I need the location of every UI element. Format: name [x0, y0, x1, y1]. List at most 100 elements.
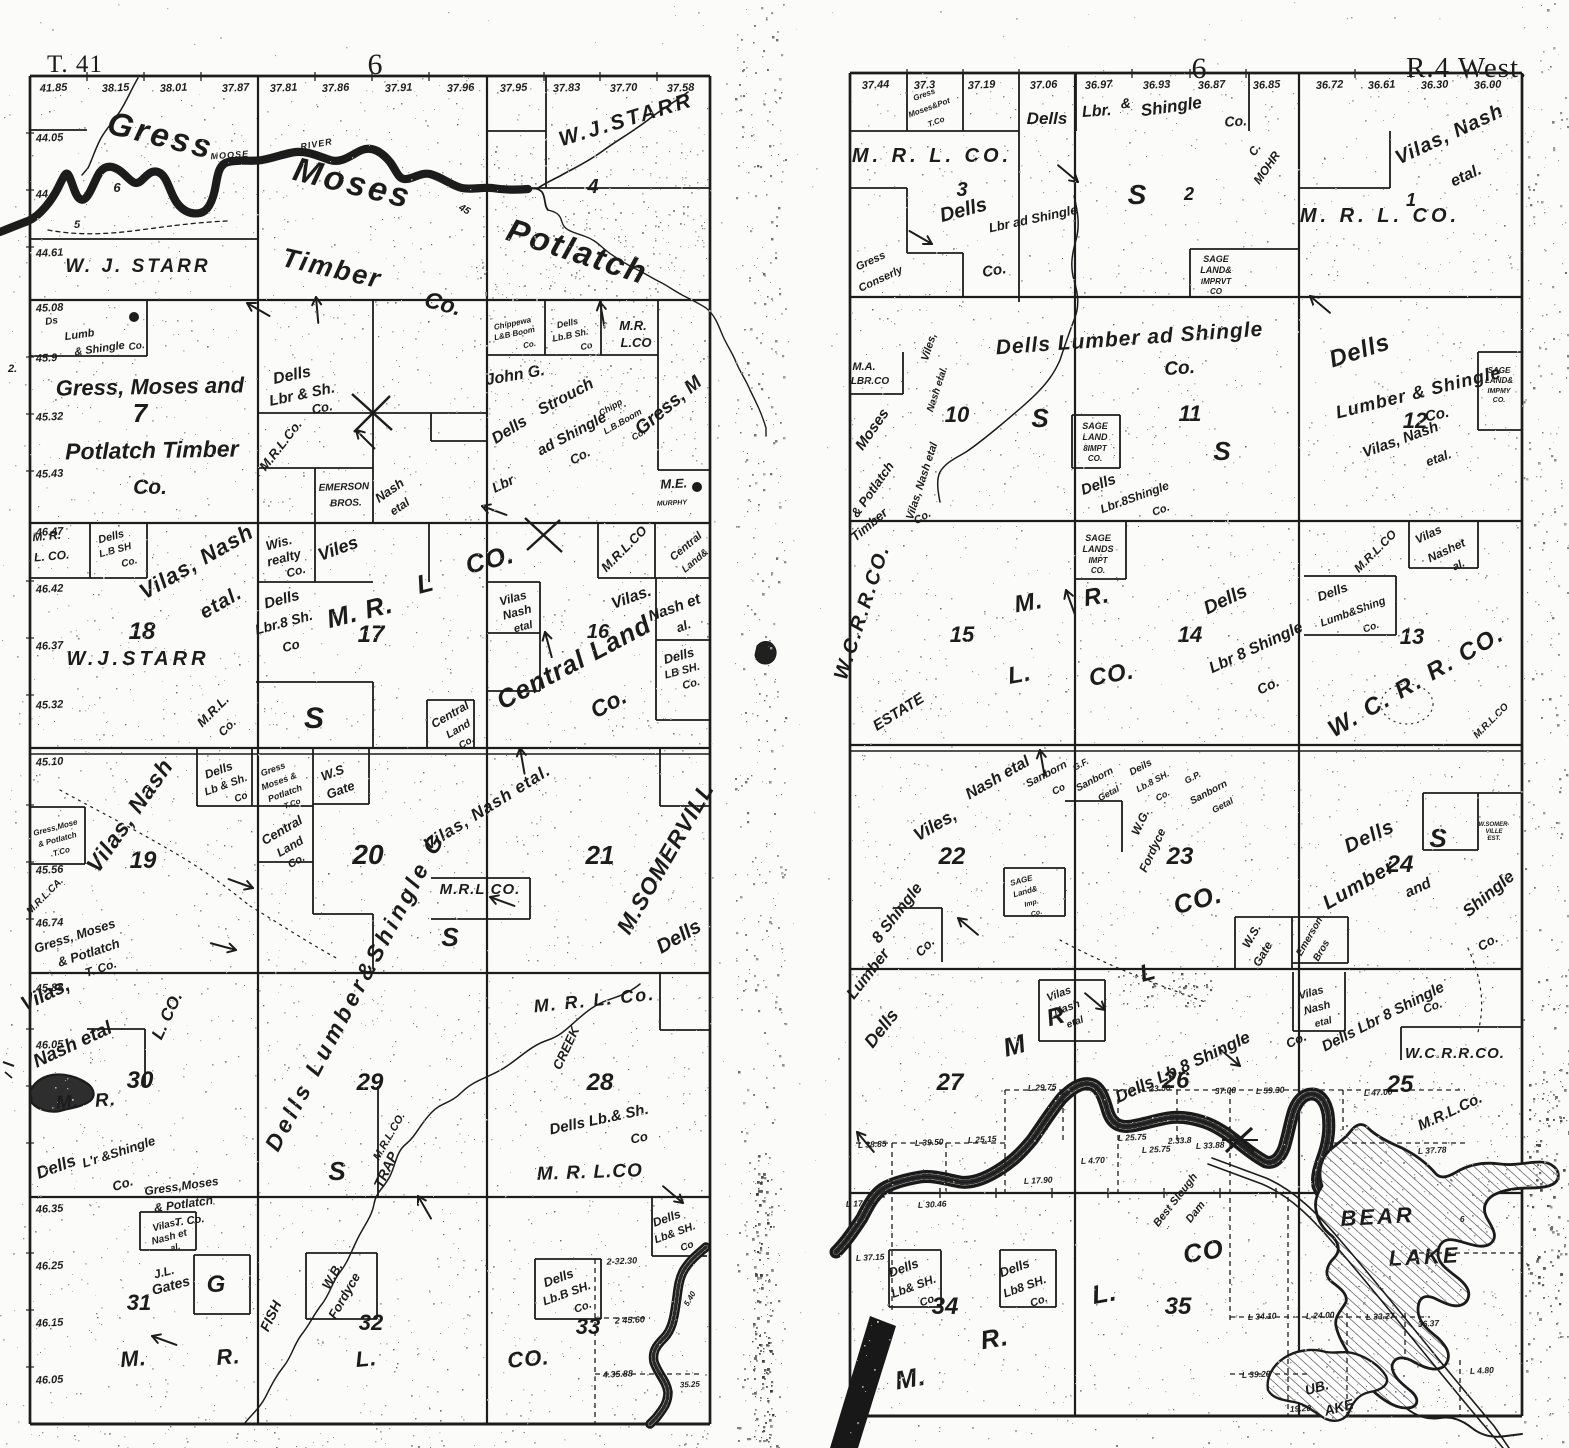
svg-text:UB.: UB.: [1303, 1376, 1330, 1398]
svg-text:LBR.CO: LBR.CO: [851, 376, 890, 387]
svg-text:R.: R.: [1082, 581, 1112, 612]
svg-text:29: 29: [356, 1069, 384, 1096]
svg-text:Gress, Moses and: Gress, Moses and: [56, 372, 245, 400]
svg-text:Co.: Co.: [128, 340, 145, 353]
svg-text:2 45.60: 2 45.60: [614, 1314, 646, 1326]
svg-text:6: 6: [1192, 52, 1207, 85]
svg-text:EMERSON: EMERSON: [318, 481, 370, 494]
svg-text:M. R. L. CO.: M. R. L. CO.: [852, 145, 1012, 167]
svg-text:LAND: LAND: [1083, 432, 1108, 442]
svg-text:J.L.: J.L.: [152, 1263, 176, 1282]
svg-text:Co: Co: [281, 636, 302, 655]
svg-text:BEAR: BEAR: [1340, 1202, 1416, 1231]
svg-text:L 33.88: L 33.88: [1196, 1139, 1225, 1151]
svg-text:G: G: [207, 1271, 226, 1298]
svg-text:41.85: 41.85: [39, 82, 69, 96]
svg-text:VILLE: VILLE: [1485, 829, 1503, 835]
svg-text:6: 6: [113, 180, 121, 195]
svg-text:W. J. STARR: W. J. STARR: [65, 256, 210, 277]
svg-text:Wis.: Wis.: [264, 532, 294, 553]
svg-text:L 59.30: L 59.30: [1256, 1084, 1285, 1096]
svg-text:1: 1: [1406, 190, 1416, 210]
svg-text:T.Co: T.Co: [52, 845, 71, 858]
svg-text:R.: R.: [94, 1089, 117, 1112]
svg-text:W.J.STARR: W.J.STARR: [66, 648, 209, 670]
svg-text:L 23.50: L 23.50: [1142, 1082, 1171, 1094]
svg-text:al.: al.: [169, 1241, 181, 1253]
svg-text:46.37: 46.37: [35, 640, 65, 654]
svg-text:Co: Co: [679, 1239, 695, 1254]
svg-text:MOOSE: MOOSE: [210, 149, 249, 162]
svg-text:10: 10: [945, 402, 970, 427]
svg-text:46.05: 46.05: [35, 1374, 65, 1388]
svg-text:SAGE: SAGE: [1488, 366, 1511, 375]
svg-text:46.05: 46.05: [35, 1039, 65, 1053]
svg-text:L.CO: L.CO: [620, 335, 651, 350]
svg-text:R.: R.: [978, 1321, 1011, 1355]
svg-text:37.95: 37.95: [500, 82, 529, 95]
svg-text:28: 28: [586, 1069, 614, 1096]
svg-text:M.R.: M.R.: [619, 318, 646, 333]
svg-text:L 30.46: L 30.46: [918, 1198, 947, 1210]
svg-text:Co.: Co.: [285, 562, 307, 581]
svg-text:36.97: 36.97: [1085, 79, 1114, 92]
svg-text:M.: M.: [119, 1345, 148, 1372]
svg-text:35.25: 35.25: [680, 1379, 701, 1389]
svg-text:Co.: Co.: [1164, 357, 1196, 380]
svg-text:45.08: 45.08: [35, 302, 65, 316]
svg-text:Co.: Co.: [120, 555, 138, 570]
svg-text:37.19: 37.19: [968, 79, 997, 92]
svg-text:13: 13: [1400, 624, 1424, 649]
svg-text:M.A.: M.A.: [852, 361, 875, 373]
svg-text:L 4.80: L 4.80: [1470, 1365, 1495, 1376]
svg-text:IMPT: IMPT: [1088, 556, 1108, 565]
svg-text:37.86: 37.86: [322, 82, 351, 95]
svg-text:L 25.15: L 25.15: [968, 1133, 997, 1145]
svg-text:37.3: 37.3: [914, 79, 936, 92]
svg-text:L 29.75: L 29.75: [1028, 1081, 1057, 1093]
svg-text:3: 3: [956, 179, 967, 201]
svg-text:6: 6: [368, 48, 383, 81]
svg-text:46.47: 46.47: [35, 526, 65, 540]
svg-text:Co.: Co.: [1224, 112, 1248, 130]
svg-text:44.61: 44.61: [35, 247, 64, 260]
svg-text:BROS.: BROS.: [330, 497, 362, 509]
svg-text:15: 15: [950, 622, 975, 647]
svg-text:Lbr.: Lbr.: [1081, 102, 1111, 121]
svg-text:37.87: 37.87: [222, 82, 251, 95]
svg-text:L 34.10: L 34.10: [1248, 1310, 1277, 1322]
svg-text:23: 23: [1166, 843, 1194, 870]
svg-text:Co.: Co.: [310, 398, 334, 417]
svg-text:M.: M.: [893, 1361, 929, 1396]
svg-text:36.30: 36.30: [1421, 79, 1450, 92]
svg-text:Co.: Co.: [522, 339, 536, 350]
svg-text:L: L: [413, 567, 436, 600]
svg-text:CO.: CO.: [506, 1344, 550, 1373]
svg-text:36.00: 36.00: [1474, 79, 1503, 92]
svg-text:8IMPT: 8IMPT: [1083, 444, 1108, 453]
svg-text:Co.: Co.: [1421, 996, 1444, 1016]
svg-text:44.3: 44.3: [35, 188, 58, 201]
svg-text:Ds: Ds: [45, 315, 60, 328]
svg-text:45.88: 45.88: [35, 982, 65, 996]
svg-text:L 39.20: L 39.20: [1242, 1368, 1271, 1380]
svg-text:S: S: [1429, 823, 1447, 853]
svg-text:36.93: 36.93: [1143, 79, 1171, 92]
svg-text:LAKE: LAKE: [1388, 1242, 1461, 1271]
svg-text:M. R. L.CO: M. R. L.CO: [536, 1160, 643, 1185]
svg-text:37.81: 37.81: [270, 82, 298, 95]
svg-text:L 25.75: L 25.75: [1142, 1143, 1171, 1155]
svg-text:R.: R.: [215, 1343, 241, 1370]
svg-text:7: 7: [133, 398, 149, 428]
svg-text:46.42: 46.42: [35, 583, 64, 596]
svg-text:32: 32: [359, 1310, 384, 1335]
svg-text:LAND&: LAND&: [1485, 376, 1513, 385]
svg-text:36.87: 36.87: [1198, 79, 1227, 92]
svg-text:21: 21: [585, 840, 615, 870]
svg-text:38.15: 38.15: [102, 82, 131, 95]
svg-text:L 17.90: L 17.90: [1024, 1174, 1053, 1186]
svg-text:S: S: [1128, 179, 1147, 210]
svg-text:37.70: 37.70: [610, 82, 639, 95]
svg-text:36.61: 36.61: [1368, 79, 1396, 92]
svg-text:2: 2: [1183, 184, 1194, 204]
